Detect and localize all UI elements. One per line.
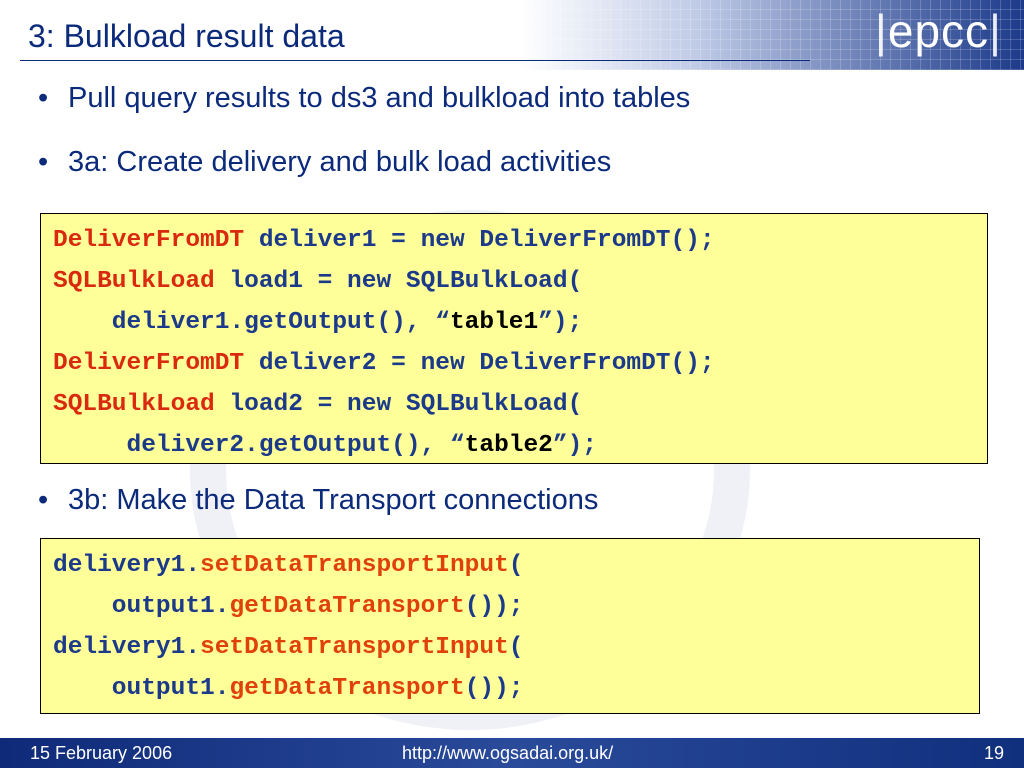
header-banner: |epcc| xyxy=(520,0,1024,70)
bullet-item-1: •Pull query results to ds3 and bulkload … xyxy=(38,82,691,114)
footer-date: 15 February 2006 xyxy=(30,743,173,763)
bullet-dot: • xyxy=(38,82,49,114)
code-block-connections: delivery1.setDataTransportInput( output1… xyxy=(40,538,980,714)
epcc-logo: |epcc| xyxy=(874,5,1002,57)
bullet-dot: • xyxy=(38,484,49,516)
bullet-item-2: •3a: Create delivery and bulk load activ… xyxy=(38,146,612,178)
footer-url[interactable]: http://www.ogsadai.org.uk/ xyxy=(402,743,614,763)
code-block-activities: DeliverFromDT deliver1 = new DeliverFrom… xyxy=(40,213,988,464)
page-number: 19 xyxy=(984,743,1005,763)
bullet-item-3: •3b: Make the Data Transport connections xyxy=(38,484,599,516)
bullet-dot: • xyxy=(38,146,49,178)
globe-pattern xyxy=(520,0,1024,70)
slide-title: 3: Bulkload result data xyxy=(28,18,345,54)
slide-footer: 15 February 2006 http://www.ogsadai.org.… xyxy=(0,738,1024,768)
title-divider xyxy=(20,60,810,61)
